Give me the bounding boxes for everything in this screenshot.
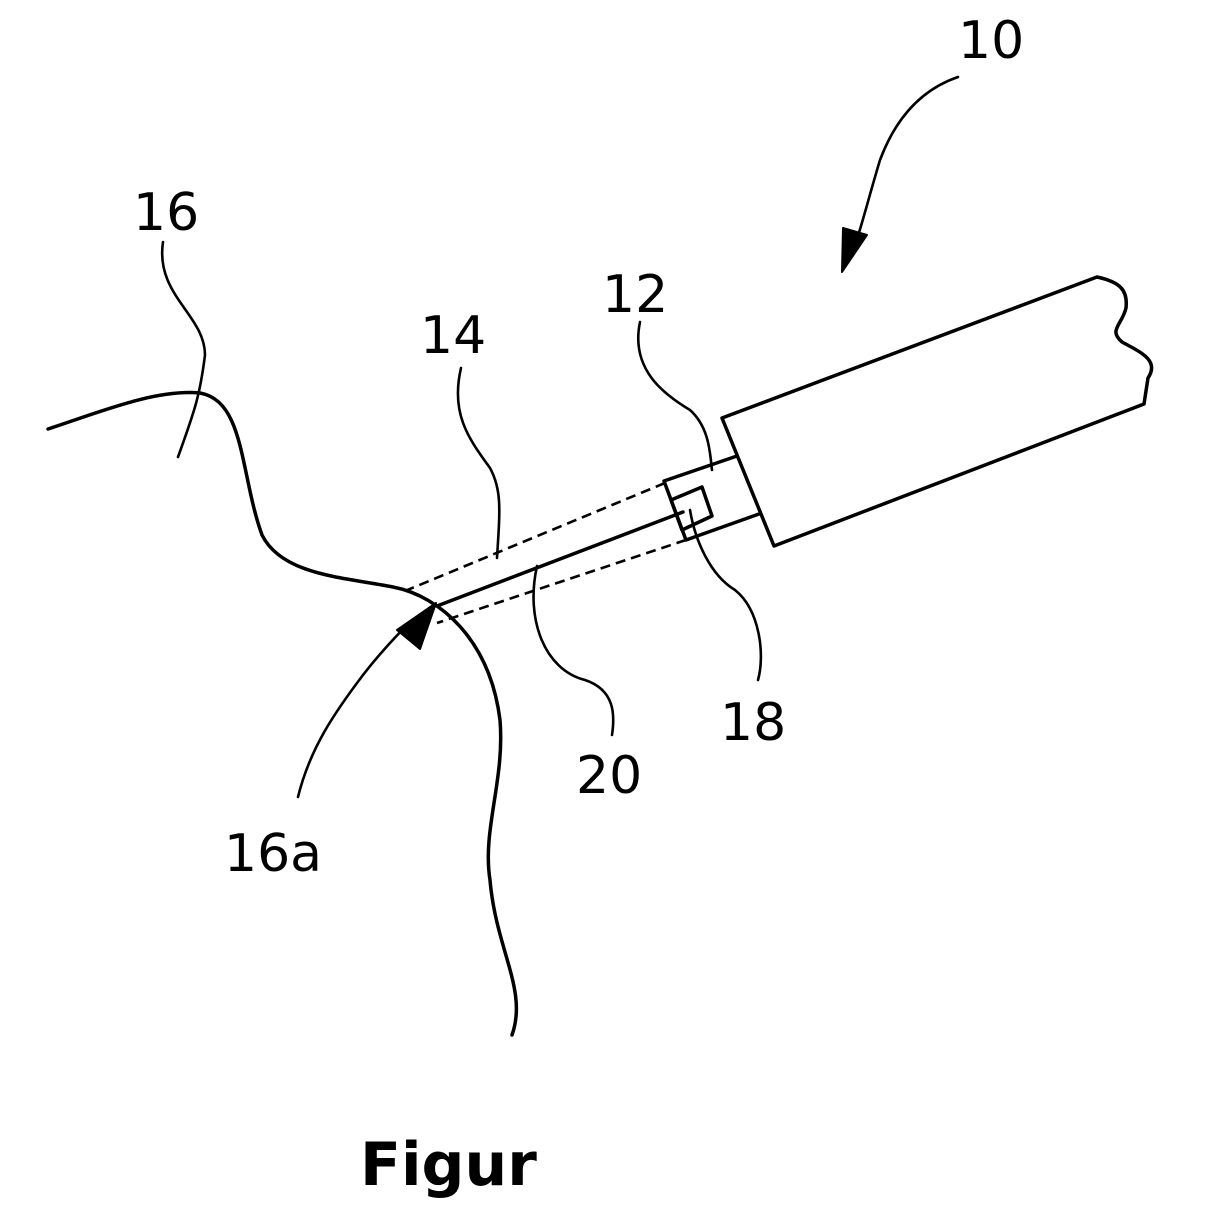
surface-curve [48,393,516,1035]
label-20: 20 [576,746,642,806]
arrowhead-10-icon [842,228,867,272]
leader-16 [162,242,205,457]
label-16: 16 [133,183,199,243]
leader-10 [855,77,958,245]
device-body [722,277,1152,546]
label-16a: 16a [224,824,322,884]
leader-12 [638,322,712,470]
label-18: 18 [720,693,786,753]
label-12: 12 [602,265,668,325]
arrowhead-16a-icon [397,603,436,649]
label-14: 14 [420,306,486,366]
leader-14 [458,368,499,558]
figure-caption: Figur [360,1130,537,1200]
beam-lower-line [437,540,686,623]
label-10: 10 [958,11,1024,71]
leader-16a [298,620,412,797]
leader-20 [534,566,614,735]
